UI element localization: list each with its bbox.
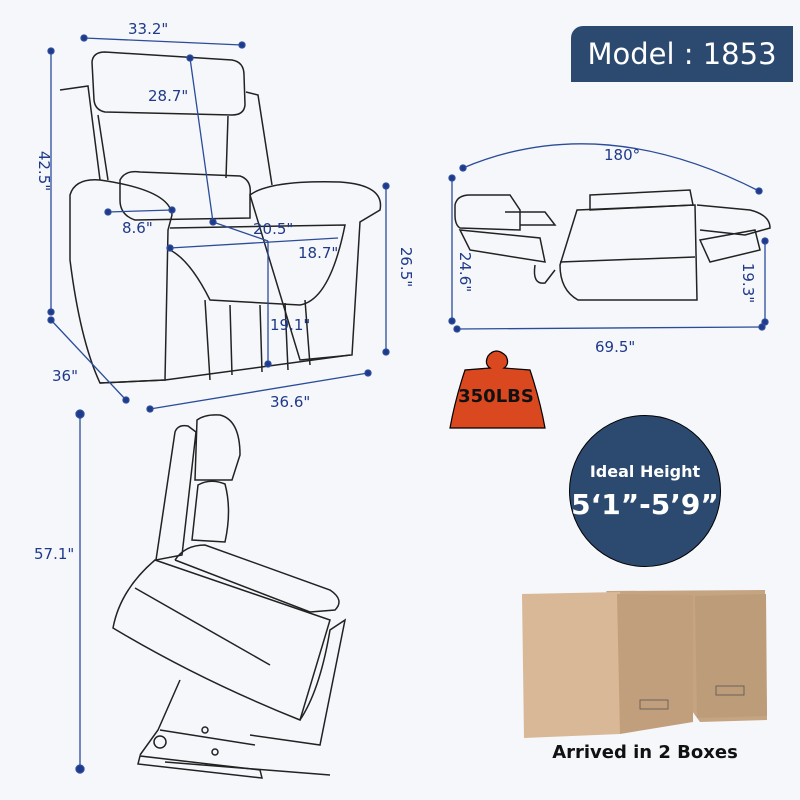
dimension-lines <box>47 34 769 774</box>
model-badge: Model : 1853 <box>571 26 793 82</box>
ideal-height-value: 5‘1”-5’9” <box>571 488 719 521</box>
reclined-chair-drawing <box>454 189 771 301</box>
dim-seat-width: 20.5" <box>253 220 294 238</box>
dim-overall-height: 42.5" <box>35 150 54 192</box>
weight-icon <box>449 350 546 429</box>
lifted-chair-drawing <box>112 414 347 779</box>
dim-depth: 36" <box>52 367 78 385</box>
shipping-caption: Arrived in 2 Boxes <box>552 742 738 763</box>
ideal-height-badge: Ideal Height 5‘1”-5’9” <box>569 415 721 567</box>
dim-lift-height: 57.1" <box>34 545 75 563</box>
ideal-height-title: Ideal Height <box>589 462 701 481</box>
dim-seat-height: 19.1" <box>270 316 311 334</box>
dim-base-width: 36.6" <box>270 393 311 411</box>
dim-recline-back-height: 24.6" <box>456 251 475 293</box>
dim-total-length: 69.5" <box>595 338 636 356</box>
dim-arm-height: 26.5" <box>397 246 416 288</box>
dim-overall-width: 33.2" <box>128 20 169 38</box>
dim-back-height: 28.7" <box>148 87 189 105</box>
front-chair-drawing <box>59 51 382 384</box>
capacity-badge: 350LBS <box>450 350 542 432</box>
dim-recline-angle: 180° <box>604 146 641 164</box>
dim-arm-width: 8.6" <box>122 219 153 237</box>
shipping-boxes-image <box>522 590 767 738</box>
dim-seat-depth: 18.7" <box>298 244 339 262</box>
dim-footrest-height: 19.3" <box>739 262 758 304</box>
capacity-label: 350LBS <box>458 386 534 407</box>
